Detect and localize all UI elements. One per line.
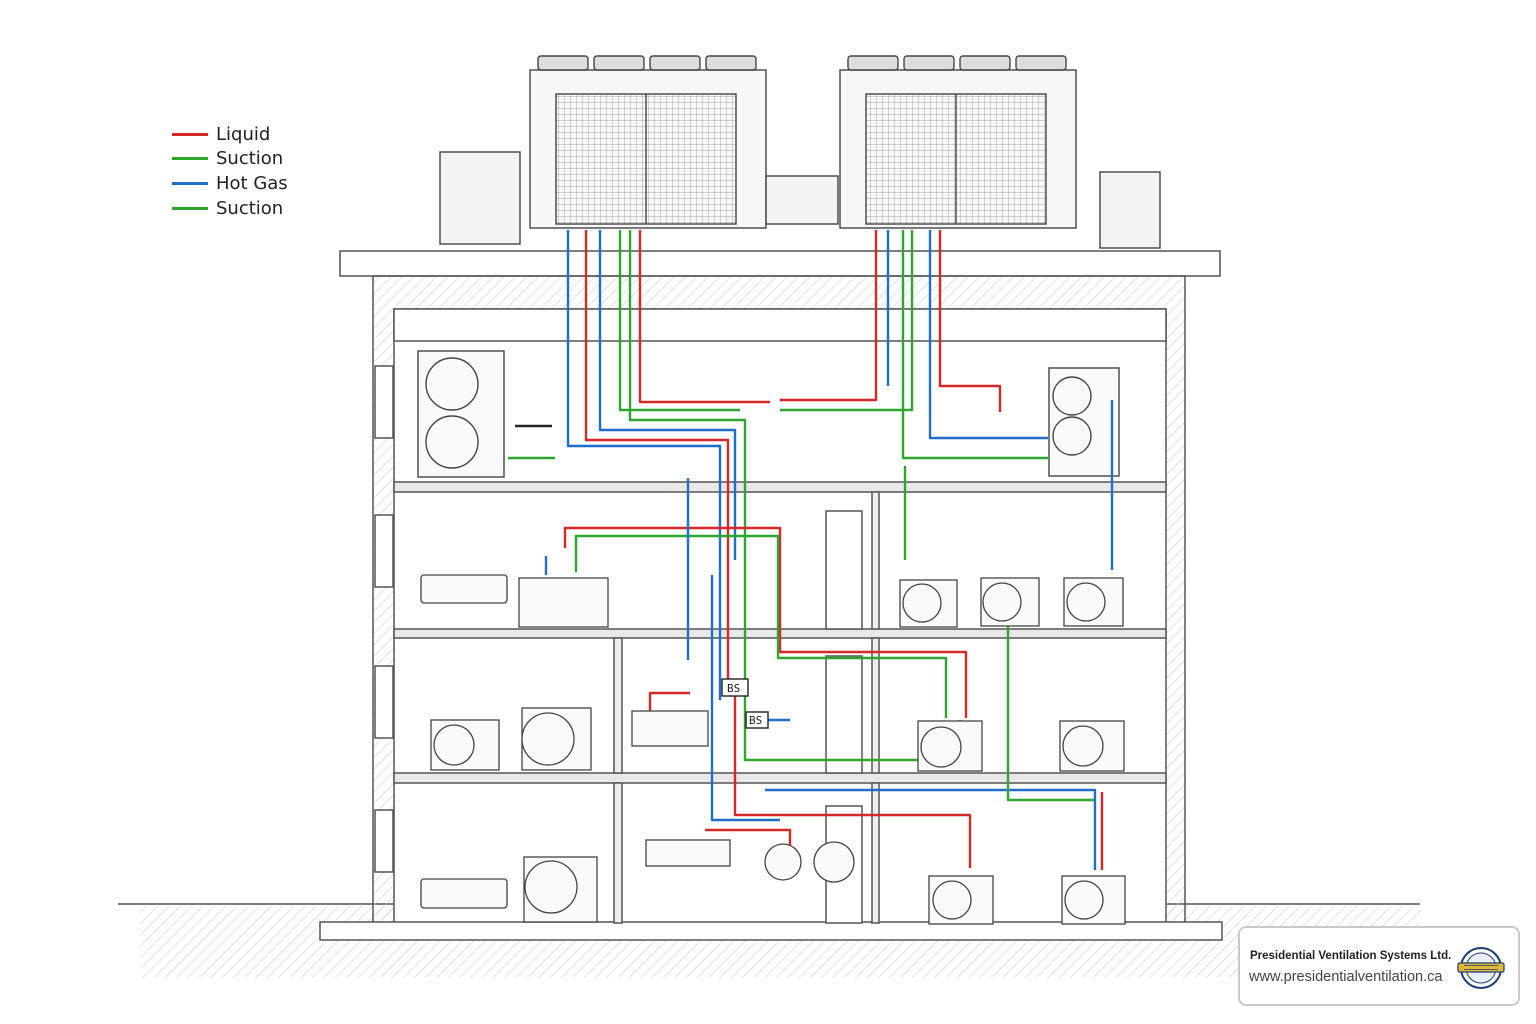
legend-swatch <box>172 206 208 210</box>
pipe-hot-gas <box>544 478 690 660</box>
indoor-equipment <box>420 574 1126 925</box>
pipe-liquid <box>648 691 792 850</box>
pipe-liquid <box>733 680 1104 870</box>
pipe-hot-gas <box>886 230 1114 570</box>
top-floor-outdoor-unit-left <box>417 350 505 478</box>
pipe-legend: Liquid Suction Hot Gas Suction <box>172 122 288 220</box>
legend-swatch <box>172 181 208 185</box>
legend-item-hot-gas: Hot Gas <box>172 171 288 196</box>
refrigerant-piping <box>508 230 1114 870</box>
rooftop-unit-right <box>839 55 1161 249</box>
pipe-liquid <box>780 230 1002 412</box>
branch-selector-label: BS <box>749 714 762 727</box>
rooftop-unit-left <box>439 55 839 245</box>
pipe-suction <box>508 456 907 560</box>
legend-item-liquid: Liquid <box>172 122 288 147</box>
brand-card: Presidential Ventilation Systems Ltd. ww… <box>1238 926 1520 1006</box>
pipe-liquid <box>584 230 770 690</box>
brand-url[interactable]: www.presidentialventilation.ca <box>1249 969 1443 985</box>
legend-label: Hot Gas <box>216 172 288 194</box>
legend-item-suction-2: Suction <box>172 196 288 221</box>
legend-item-suction: Suction <box>172 147 288 172</box>
presidential-seal-icon <box>1457 947 1505 989</box>
pipe-liquid <box>563 526 968 718</box>
legend-swatch <box>172 157 208 161</box>
top-floor-outdoor-unit-right <box>1048 367 1120 477</box>
brand-name: Presidential Ventilation Systems Ltd. <box>1250 950 1452 962</box>
legend-label: Suction <box>216 148 284 170</box>
legend-label: Suction <box>216 197 284 219</box>
pipe-suction <box>780 230 1048 460</box>
legend-swatch <box>172 132 208 136</box>
pipe-suction <box>574 534 948 718</box>
pipe-suction <box>1006 610 1094 802</box>
branch-selector-1: BS <box>721 678 749 697</box>
pipe-hot-gas <box>566 230 737 700</box>
legend-label: Liquid <box>216 123 271 145</box>
branch-selector-2: BS <box>745 711 769 729</box>
branch-selector-label: BS <box>727 682 740 695</box>
